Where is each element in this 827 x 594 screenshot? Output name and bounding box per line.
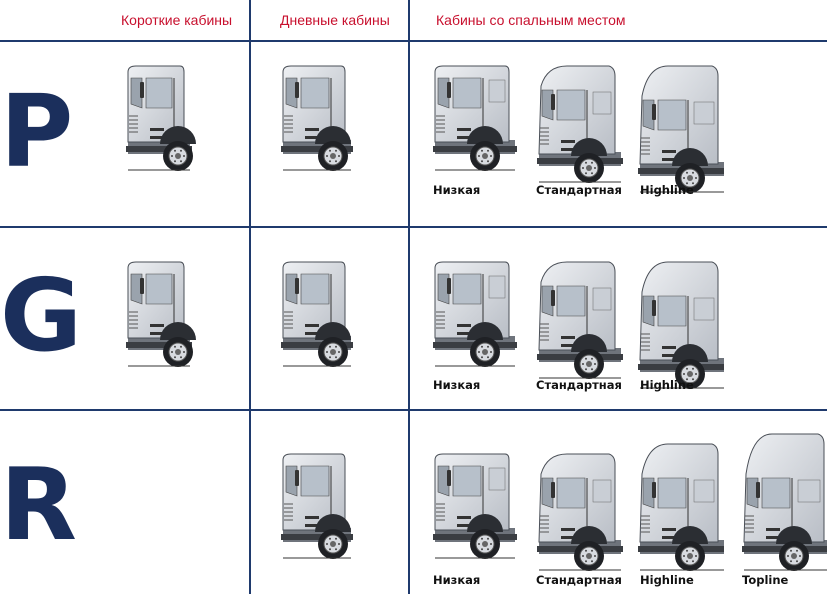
truck-p-short-cab bbox=[120, 62, 212, 174]
label-g-standard: Стандартная bbox=[536, 378, 622, 392]
header-day-cabs: Дневные кабины bbox=[280, 12, 390, 28]
truck-r-sleeper-topline bbox=[736, 430, 827, 574]
series-letter-p: P bbox=[0, 73, 74, 190]
truck-p-day-cab bbox=[275, 62, 367, 174]
truck-p-sleeper-highline bbox=[632, 62, 724, 196]
truck-r-sleeper-highline bbox=[632, 440, 724, 574]
truck-g-short-cab bbox=[120, 258, 212, 370]
header-sleeper-cabs: Кабины со спальным местом bbox=[436, 12, 626, 28]
truck-r-sleeper-low bbox=[427, 450, 519, 562]
label-r-low: Низкая bbox=[433, 573, 481, 587]
truck-p-sleeper-low bbox=[427, 62, 519, 174]
truck-g-sleeper-highline bbox=[632, 258, 724, 392]
truck-r-day-cab bbox=[275, 450, 367, 562]
truck-g-sleeper-standard bbox=[531, 258, 623, 382]
label-r-standard: Стандартная bbox=[536, 573, 622, 587]
label-g-low: Низкая bbox=[433, 378, 481, 392]
header-short-cabs: Короткие кабины bbox=[121, 12, 233, 28]
truck-p-sleeper-standard bbox=[531, 62, 623, 186]
truck-g-day-cab bbox=[275, 258, 367, 370]
label-r-topline: Topline bbox=[742, 573, 789, 587]
series-letter-g: G bbox=[0, 257, 83, 374]
label-p-highline: Highline bbox=[640, 183, 694, 197]
row-divider-g-r bbox=[0, 409, 827, 411]
label-p-low: Низкая bbox=[433, 183, 481, 197]
label-r-highline: Highline bbox=[640, 573, 694, 587]
label-p-standard: Стандартная bbox=[536, 183, 622, 197]
truck-r-sleeper-standard bbox=[531, 450, 623, 574]
truck-g-sleeper-low bbox=[427, 258, 519, 370]
row-divider-p-g bbox=[0, 226, 827, 228]
column-divider-day-sleeper bbox=[408, 0, 410, 594]
label-g-highline: Highline bbox=[640, 378, 694, 392]
header-divider bbox=[0, 40, 827, 42]
series-letter-r: R bbox=[0, 446, 78, 563]
column-divider-short-day bbox=[249, 0, 251, 594]
